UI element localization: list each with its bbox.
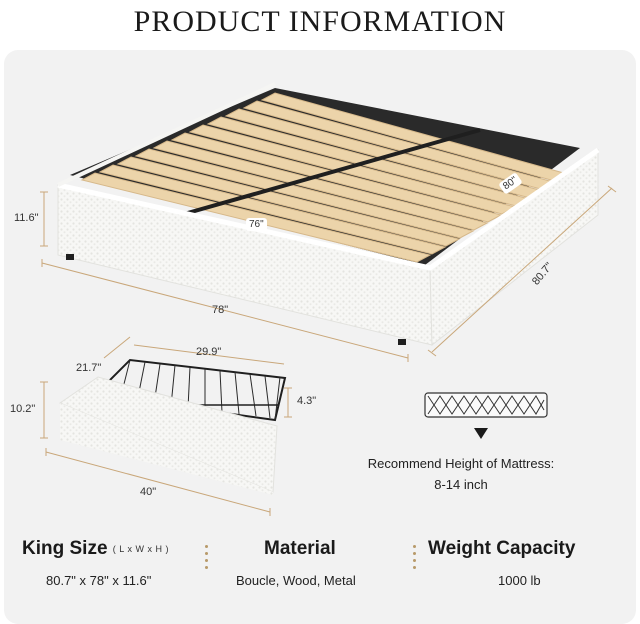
spec-size-title: King Size [22,538,108,559]
bed-height-label: 11.6" [14,212,39,224]
spec-size-sub: ( L x W x H ) [112,543,169,554]
drawer-inner-width-label: 29.9" [196,346,222,358]
bed-inner-width-label: 76" [246,218,267,231]
mattress-icon [424,392,548,418]
mattress-label: Recommend Height of Mattress: [367,456,555,471]
divider [205,545,208,573]
arrow-down-icon [474,428,488,439]
spec-material-value: Boucle, Wood, Metal [236,573,356,588]
drawer-depth-label: 21.7" [76,362,102,374]
spec-size-heading: King Size ( L x W x H ) [22,538,169,560]
bed-dimension-lines [40,185,617,362]
spec-weight-heading: Weight Capacity [428,538,576,559]
drawer-image [58,358,287,495]
drawer-height-label: 10.2" [10,403,36,415]
spec-weight-value: 1000 lb [498,573,541,588]
spec-size-value: 80.7" x 78" x 11.6" [46,573,152,588]
drawer-length-label: 40" [140,486,157,498]
spec-material-heading: Material [264,538,336,559]
bed-frame-image [57,82,600,347]
mattress-value: 8-14 inch [434,477,488,492]
bed-length-label: 78" [212,304,229,316]
drawer-inner-height-label: 4.3" [297,395,317,407]
page-title: PRODUCT INFORMATION [133,5,507,38]
divider [413,545,416,573]
mattress-recommendation: Recommend Height of Mattress: 8-14 inch [346,453,576,495]
drawer-dimension-lines [40,336,292,516]
